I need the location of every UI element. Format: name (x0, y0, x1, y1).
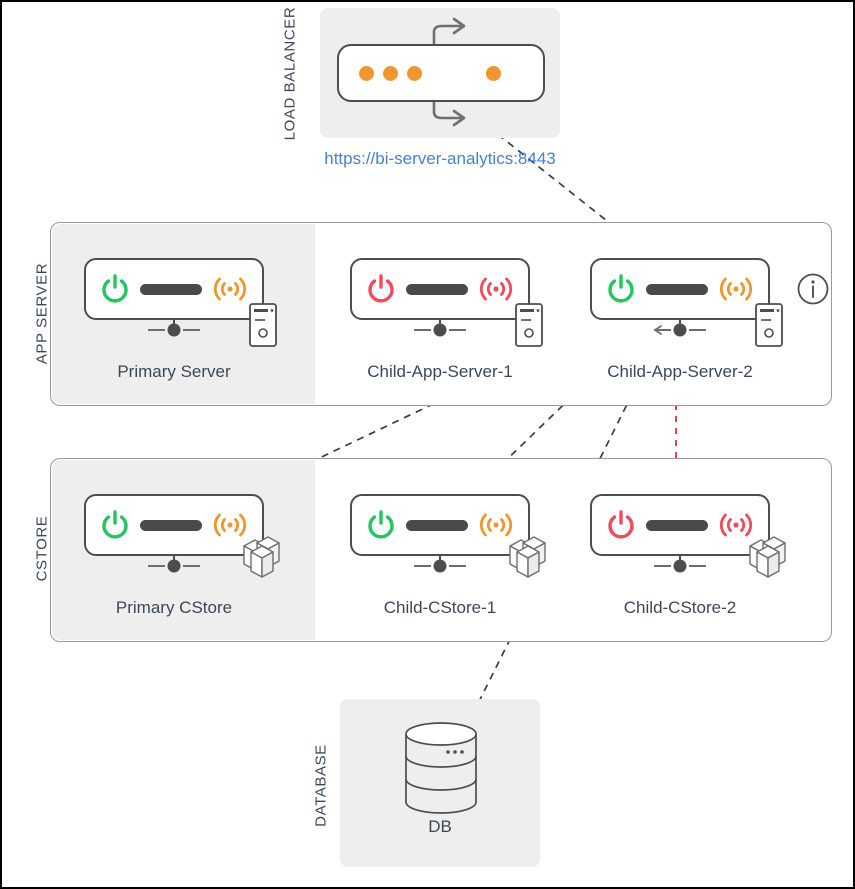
load-balancer-dot (383, 65, 398, 81)
node-connector-icon (654, 554, 706, 573)
server-tower-icon (515, 303, 543, 347)
node-primary-cstore-box[interactable] (84, 494, 264, 556)
status-bar (406, 519, 468, 531)
power-icon (102, 274, 128, 303)
app-server-section-label-text: APP SERVER (33, 262, 51, 365)
node-child-app-server-1-box[interactable] (350, 258, 530, 320)
database-node-label: DB (428, 817, 452, 836)
node-connector-icon (654, 318, 706, 337)
power-icon (102, 510, 128, 539)
cstore-section-label: CSTORE (34, 501, 51, 597)
cstore-section-label-text: CSTORE (33, 515, 51, 582)
load-balancer-section-label: LOAD BALANCER (281, 2, 300, 154)
node-child-app-server-2-box[interactable] (590, 258, 770, 320)
app-server-section-label: APP SERVER (34, 259, 51, 369)
node-child-cstore-2-box[interactable] (590, 494, 770, 556)
status-bar (646, 283, 708, 295)
signal-icon (719, 277, 753, 301)
node-child-cstore-1-box[interactable] (350, 494, 530, 556)
status-bar (646, 519, 708, 531)
node-primary-server-label: Primary Server (117, 362, 231, 381)
node-child-app-server-1-label: Child-App-Server-1 (367, 362, 513, 381)
node-connector-icon (414, 318, 466, 337)
power-icon (608, 510, 634, 539)
node-primary-server-box[interactable] (84, 258, 264, 320)
load-balancer-dots-left (359, 65, 422, 81)
load-balancer-dot (359, 65, 374, 81)
node-connector-icon (148, 554, 200, 573)
load-balancer-dot-right (486, 65, 501, 81)
status-bar (406, 283, 468, 295)
load-balancer-node[interactable] (337, 44, 545, 102)
server-tower-icon (249, 303, 277, 347)
load-balancer-dot (407, 65, 422, 81)
signal-icon (479, 277, 513, 301)
power-icon (608, 274, 634, 303)
cube-stack-icon (749, 536, 786, 578)
power-icon (368, 510, 394, 539)
info-icon[interactable] (796, 272, 830, 306)
node-connector-icon (414, 554, 466, 573)
node-child-cstore-2-label: Child-CStore-2 (623, 598, 737, 617)
node-child-cstore-1-label: Child-CStore-1 (383, 598, 497, 617)
signal-icon (719, 513, 753, 537)
cube-stack-icon (243, 536, 280, 578)
load-balancer-url-link[interactable]: https://bi-server-analytics:8443 (324, 149, 556, 168)
node-connector-icon (148, 318, 200, 337)
status-bar (140, 519, 202, 531)
cube-stack-icon (509, 536, 546, 578)
server-tower-icon (755, 303, 783, 347)
database-section-label: DATABASE (313, 724, 330, 848)
status-bar (140, 283, 202, 295)
node-child-app-server-2-label: Child-App-Server-2 (607, 362, 753, 381)
power-icon (368, 274, 394, 303)
database-cylinder-icon[interactable] (396, 720, 486, 816)
database-section-label-text: DATABASE (312, 744, 330, 827)
signal-icon (213, 277, 247, 301)
node-primary-cstore-label: Primary CStore (115, 598, 233, 617)
load-balancer-section-label-text: LOAD BALANCER (281, 6, 299, 141)
